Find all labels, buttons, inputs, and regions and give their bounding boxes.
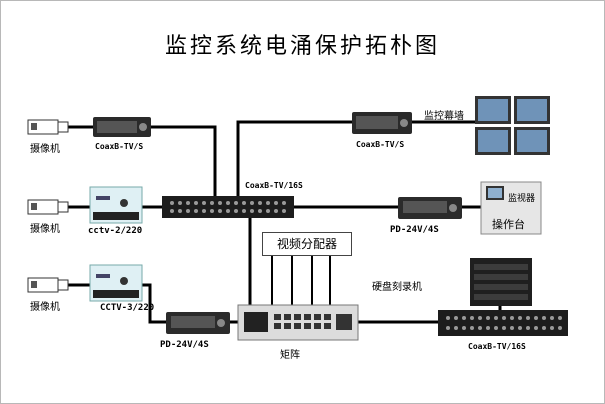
video-distributor: 视频分配器 [262, 232, 352, 256]
coax16-top-label: CoaxB-TV/16S [245, 181, 303, 190]
coax1-label: CoaxB-TV/S [95, 142, 144, 151]
camera-icon [27, 119, 69, 135]
camera-label-1: 摄像机 [30, 144, 60, 155]
cable-coax1-hub [150, 125, 217, 196]
coax2-label: CoaxB-TV/S [356, 140, 405, 149]
coax16-hub-top [162, 196, 294, 218]
console-icon [480, 181, 542, 235]
pd1-label: PD-24V/4S [390, 225, 439, 235]
cctv2-label: CCTV-3/220 [100, 303, 155, 313]
cable-hub-coax2 [236, 120, 355, 196]
coax16-bottom-label: CoaxB-TV/16S [468, 342, 526, 351]
coax-protector-2 [352, 112, 412, 134]
pd2-label: PD-24V/4S [160, 340, 209, 350]
camera-label-2: 摄像机 [30, 224, 60, 235]
cctv-protector-1 [89, 186, 143, 224]
matrix-label: 矩阵 [280, 350, 300, 361]
pd-protector-2 [166, 312, 230, 334]
cctv1-label: cctv-2/220 [88, 226, 143, 236]
camera-label-3: 摄像机 [30, 302, 60, 313]
matrix-device [237, 304, 359, 341]
cables [68, 120, 502, 324]
cctv-protector-2 [89, 264, 143, 302]
console-label: 操作台 [492, 218, 525, 231]
camera-icon [27, 199, 69, 215]
camera-icon [27, 277, 69, 293]
dvr-rack-icon [470, 258, 532, 306]
coax-protector-1 [93, 117, 151, 137]
monitor-label: 监视器 [508, 194, 536, 204]
monitor-wall-icon [475, 96, 550, 155]
dvr-label: 硬盘刻录机 [372, 282, 422, 293]
pd-protector-1 [398, 197, 462, 219]
monitor-wall-label: 监控幕墙 [424, 111, 464, 122]
cable-cctv2-pd2 [140, 283, 168, 324]
cable-distributor-outputs [271, 256, 331, 305]
coax16-hub-bottom [438, 310, 568, 336]
diagram-title: 监控系统电涌保护拓朴图 [164, 34, 440, 59]
